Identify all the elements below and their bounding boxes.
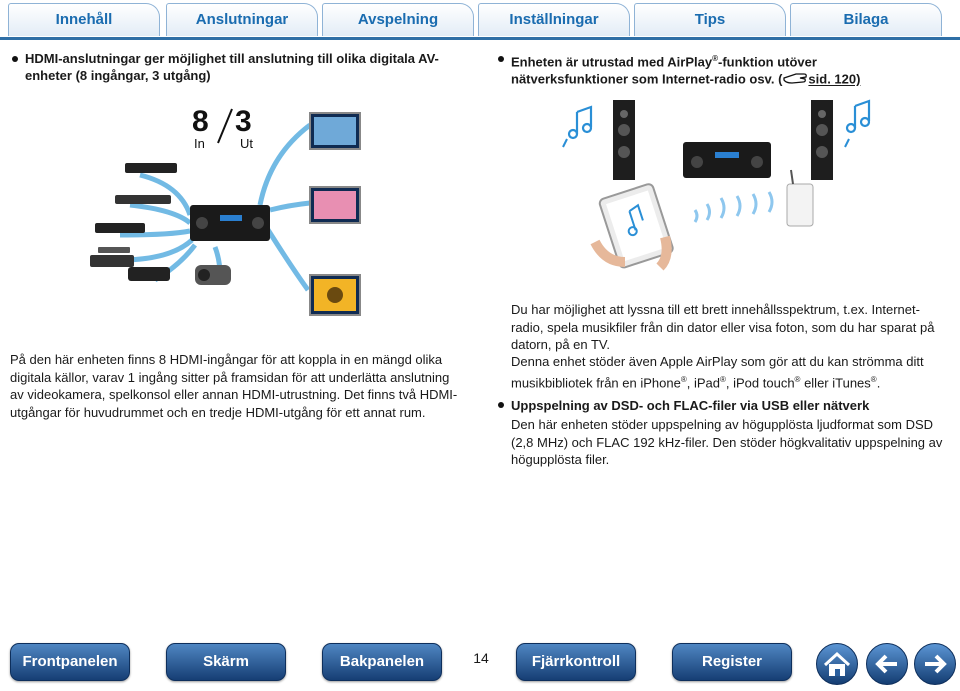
page-number: 14 (473, 650, 489, 666)
apple-text-end: . (876, 374, 881, 390)
home-button[interactable] (816, 643, 858, 685)
tab-underline (0, 37, 960, 40)
music-note-icon (567, 99, 871, 140)
tab-innehall[interactable]: Innehåll (8, 3, 160, 36)
ref-open: ( (778, 71, 783, 87)
arrow-right-icon (925, 654, 947, 674)
tab-installningar[interactable]: Inställningar (478, 3, 630, 36)
tab-tips[interactable]: Tips (634, 3, 786, 36)
bullet (498, 402, 504, 408)
reg-mark: ® (794, 374, 801, 384)
hdmi-in-label: In (194, 136, 205, 151)
dsd-heading: Uppspelning av DSD- och FLAC-filer via U… (511, 398, 870, 413)
bullet (498, 56, 504, 62)
tab-anslutningar[interactable]: Anslutningar (166, 3, 318, 36)
apple-text-ipod: , iPod touch (725, 374, 795, 390)
hand-pointer-icon (782, 70, 808, 90)
reg-mark: ® (719, 374, 726, 384)
airplay-figure (555, 92, 895, 272)
bullet (12, 56, 18, 62)
airplay-heading-text-2: -funktion utöver nätverksfunktioner som … (511, 54, 817, 87)
tab-bilaga[interactable]: Bilaga (790, 3, 942, 36)
hdmi-out-label: Ut (240, 136, 253, 151)
frontpanelen-button[interactable]: Frontpanelen (10, 643, 130, 681)
bakpanelen-button[interactable]: Bakpanelen (322, 643, 442, 681)
top-tab-bar: Innehåll Anslutningar Avspelning Inställ… (0, 0, 960, 40)
forward-button[interactable] (914, 643, 956, 685)
apple-text-ipad: , iPad (686, 374, 720, 390)
dsd-body-text: Den här enheten stöder uppspelning av hö… (511, 417, 943, 467)
apple-text-itunes: eller iTunes (800, 374, 871, 390)
arrow-left-icon (875, 654, 897, 674)
register-button[interactable]: Register (672, 643, 792, 681)
hdmi-heading: HDMI-anslutningar ger möjlighet till ans… (25, 51, 439, 83)
hdmi-body-text: På den här enheten finns 8 HDMI-ingångar… (10, 352, 458, 420)
reg-mark: ® (870, 374, 877, 384)
hdmi-out-count: 3 (235, 105, 252, 138)
airplay-heading-text: Enheten är utrustad med AirPlay (511, 54, 713, 70)
hdmi-in-count: 8 (192, 105, 209, 138)
page-ref-link[interactable]: sid. 120) (808, 71, 861, 87)
reg-mark: ® (680, 374, 687, 384)
airplay-body-text: Du har möjlighet att lyssna till ett bre… (511, 302, 935, 352)
home-icon (823, 651, 851, 676)
fjarrkontroll-button[interactable]: Fjärrkontroll (516, 643, 636, 681)
apple-text-pre: Denna enhet stöder även Apple AirPlay so… (511, 354, 924, 390)
back-button[interactable] (866, 643, 908, 685)
hdmi-connection-figure: 8 3 In Ut (80, 95, 380, 325)
skarm-button[interactable]: Skärm (166, 643, 286, 681)
reg-mark: ® (712, 54, 718, 63)
airplay-heading: Enheten är utrustad med AirPlay®-funktio… (511, 50, 931, 90)
airplay-apple-text: Denna enhet stöder även Apple AirPlay so… (511, 353, 951, 391)
tab-avspelning[interactable]: Avspelning (322, 3, 474, 36)
